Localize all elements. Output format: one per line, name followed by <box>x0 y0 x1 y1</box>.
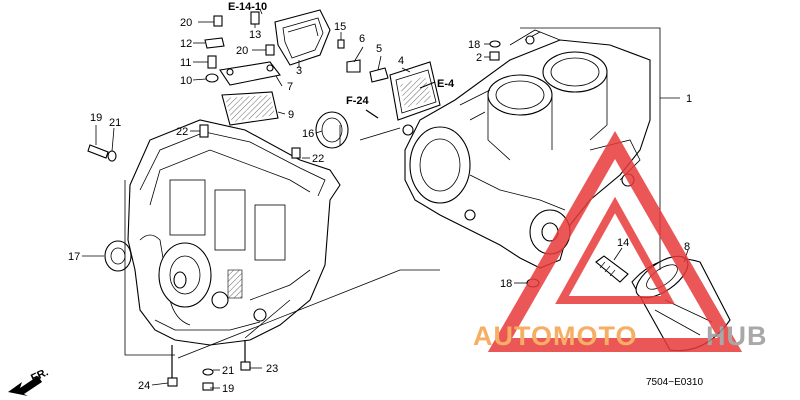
callout-8: 8 <box>684 241 690 253</box>
dowel-22b <box>291 147 301 159</box>
callout-labels: 1 2 3 4 5 6 7 8 9 10 11 12 13 14 15 16 1… <box>68 17 692 395</box>
reference-labels: E-14-10 E-4 F-24 <box>228 1 455 107</box>
callout-24: 24 <box>138 380 150 392</box>
callout-7: 7 <box>287 81 293 93</box>
washer-10 <box>205 73 219 83</box>
callout-5: 5 <box>376 43 382 55</box>
callout-16: 16 <box>302 128 314 140</box>
watermark-inner-triangle-icon <box>555 196 675 304</box>
callout-19-top: 19 <box>90 112 102 124</box>
callout-19-bottom: 19 <box>222 383 234 395</box>
lower-crankcase <box>127 119 341 346</box>
reference-f-24[interactable]: F-24 <box>346 95 370 107</box>
oil-seal-16 <box>315 111 349 149</box>
bolt-15 <box>337 39 345 49</box>
automotohub-watermark: AUTOMOTO HUB <box>473 130 768 352</box>
callout-21-top: 21 <box>109 117 121 129</box>
front-direction-label: FR. <box>29 366 50 384</box>
callout-18-top: 18 <box>468 39 480 51</box>
callout-14: 14 <box>617 237 629 249</box>
reference-e-14-10[interactable]: E-14-10 <box>228 1 267 13</box>
callout-21-bottom: 21 <box>222 365 234 377</box>
callout-6: 6 <box>359 33 365 45</box>
diagram-code: 7504−E0310 <box>646 377 703 388</box>
callout-22-right: 22 <box>312 153 324 165</box>
cylinder-block <box>402 29 651 269</box>
bolt-19-bottom <box>202 382 214 391</box>
callout-15: 15 <box>334 21 346 33</box>
callout-10: 10 <box>180 75 192 87</box>
callout-17: 17 <box>68 251 80 263</box>
leader-lines <box>82 8 689 389</box>
callout-3: 3 <box>296 65 302 77</box>
bolt-24 <box>167 345 178 387</box>
bracket-12 <box>204 37 225 49</box>
washer-21-top <box>107 150 117 162</box>
filter-element <box>221 91 279 126</box>
bolt-11 <box>207 55 217 69</box>
callout-22-left: 22 <box>176 126 188 138</box>
callout-20-top: 20 <box>180 17 192 29</box>
bolt-20b <box>265 44 275 56</box>
callout-4: 4 <box>398 55 404 67</box>
breather-cover <box>274 9 331 66</box>
watermark-text-hub: HUB <box>706 321 768 351</box>
oil-separator-plate <box>219 61 281 86</box>
dowel-22a <box>199 124 209 138</box>
gasket-4 <box>389 61 441 121</box>
callout-1: 1 <box>686 93 692 105</box>
dowel-2 <box>489 51 500 61</box>
bolt-20a <box>213 15 223 27</box>
callout-2: 2 <box>476 52 482 64</box>
oil-seal-17 <box>104 240 132 272</box>
watermark-text-automoto: AUTOMOTO <box>473 321 638 351</box>
bolt-19-top <box>87 144 109 159</box>
clip-6 <box>346 59 361 73</box>
washer-18-top <box>489 40 501 48</box>
bolt-13 <box>250 11 260 25</box>
washer-21-bottom <box>202 368 214 376</box>
callout-12: 12 <box>180 38 192 50</box>
bolt-23 <box>240 340 251 371</box>
callout-13: 13 <box>249 29 261 41</box>
callout-23: 23 <box>266 363 278 375</box>
front-direction-indicator: FR. <box>8 366 50 396</box>
callout-11: 11 <box>180 57 191 69</box>
stud-14 <box>595 255 629 283</box>
callout-18-bottom: 18 <box>500 278 512 290</box>
callout-9: 9 <box>288 109 294 121</box>
reference-e-4[interactable]: E-4 <box>437 78 455 90</box>
plate-5 <box>369 67 389 83</box>
watermark-triangle-icon <box>487 130 743 352</box>
callout-20-middle: 20 <box>236 45 248 57</box>
